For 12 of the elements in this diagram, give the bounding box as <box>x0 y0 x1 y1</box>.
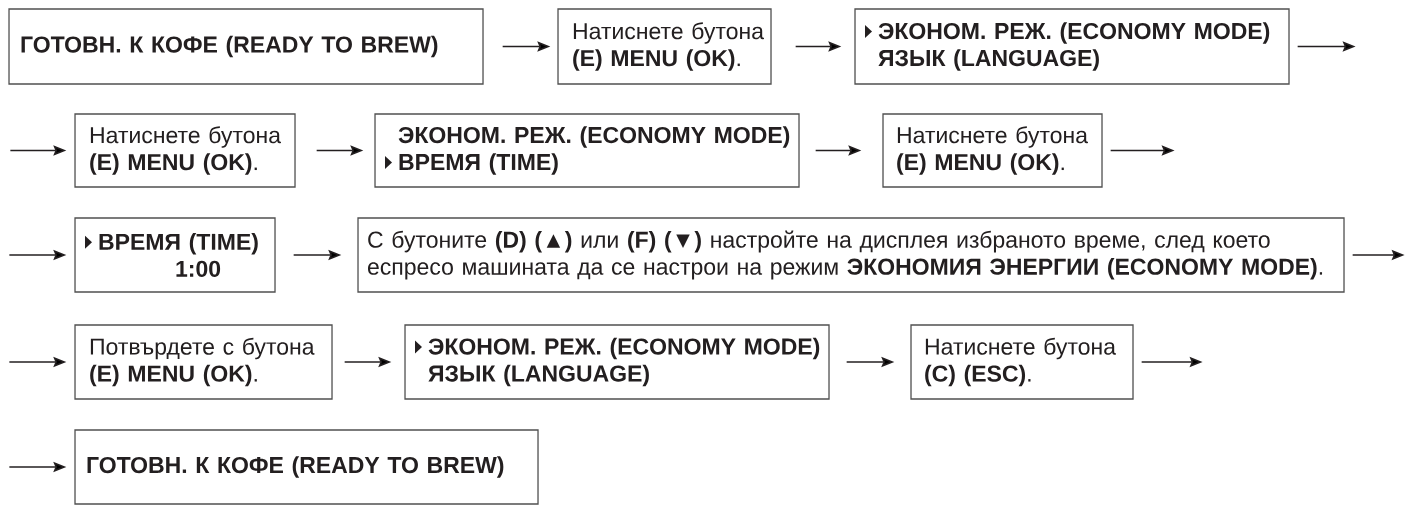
instruction-box: Натиснете бутона (C) (ESC). <box>910 324 1134 400</box>
display-box: ЭКОНОМ. РЕЖ. (ECONOMY MODE) ЯЗЫК (LANGUAGE) <box>404 324 830 400</box>
display-box: ГОТОВН. К КОФЕ (READY TO BREW) <box>74 429 539 505</box>
instruction-box: Натиснете бутона (E) MENU (OK). <box>882 113 1103 188</box>
instruction-box: Натиснете бутона (E) MENU (OK). <box>557 8 772 85</box>
instruction-box: С бутоните (D) (▲) или (F) (▼) настройте на дисплея избраното време, след което еспресо машината да се настрои на режим ЭКОНОМИЯ ЭНЕРГИИ (ECONOMY MODE). <box>357 217 1345 293</box>
instruction-box: Натиснете бутона (E) MENU (OK). <box>74 113 296 188</box>
display-box: ЭКОНОМ. РЕЖ. (ECONOMY MODE) ЯЗЫК (LANGUAGE) <box>854 8 1290 85</box>
display-box: ЭКОНОМ. РЕЖ. (ECONOMY MODE) ВРЕМЯ (TIME) <box>374 113 800 188</box>
display-box: ГОТОВН. К КОФЕ (READY TO BREW) <box>8 8 484 85</box>
instruction-box: Потвърдете с бутона (E) MENU (OK). <box>74 324 333 400</box>
display-box: ВРЕМЯ (TIME) 1:00 <box>74 217 276 293</box>
